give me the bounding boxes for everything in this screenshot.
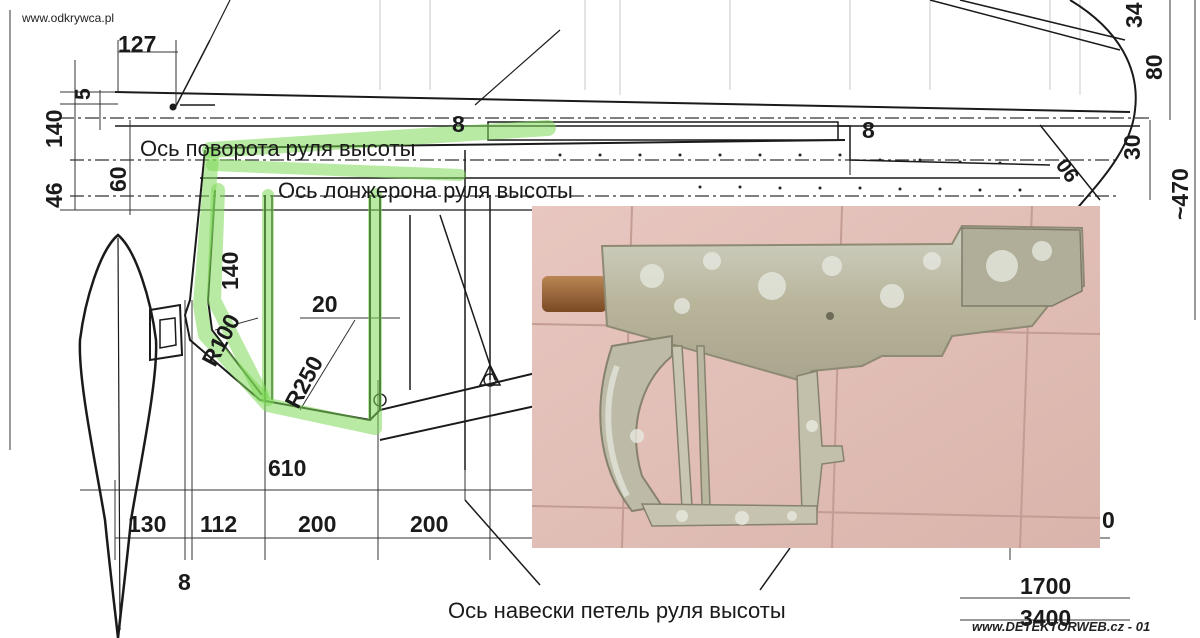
dim-5: 5	[72, 88, 95, 100]
dim-34: 34	[1121, 2, 1147, 28]
dim-140-mid: 140	[217, 252, 243, 290]
rivet-row	[558, 153, 1022, 192]
dim-20: 20	[312, 291, 338, 317]
watermark-top-left: www.odkrywca.pl	[21, 11, 114, 25]
dim-112: 112	[200, 511, 237, 537]
dim-3400: 3400	[1020, 605, 1071, 631]
label-spar-axis: Ось лонжерона руля высоты	[278, 178, 573, 203]
dim-80: 80	[1141, 54, 1167, 80]
section-profile	[78, 233, 158, 638]
dim-130: 130	[128, 511, 166, 537]
dim-200-b: 200	[410, 511, 448, 537]
background-grid	[379, 0, 1081, 95]
dim-610: 610	[268, 455, 306, 481]
dim-127: 127	[118, 31, 156, 57]
label-rudder-axis: Ось поворота руля высоты	[140, 136, 415, 161]
part-photo	[532, 206, 1100, 548]
dim-8-top: 8	[452, 111, 465, 137]
photo-image	[532, 206, 1100, 548]
stabilizer-outline	[60, 0, 1196, 560]
dim-200-a: 200	[298, 511, 336, 537]
dim-60: 60	[105, 166, 131, 192]
dim-8-bottom: 8	[178, 569, 191, 595]
dim-1700: 1700	[1020, 573, 1071, 599]
dim-46: 46	[41, 182, 67, 208]
dim-8-right: 8	[862, 117, 875, 143]
dim-470: ~470	[1167, 168, 1193, 220]
dim-30: 30	[1119, 134, 1145, 160]
highlight-frame	[193, 120, 556, 435]
left-dimension-lines	[9, 10, 210, 450]
label-hinge-axis: Ось навески петель руля высоты	[448, 598, 786, 623]
dim-140-left: 140	[41, 110, 67, 148]
watermark-bottom-right: www.DETEKTORWEB.cz - 01	[972, 619, 1150, 634]
dim-0: 0	[1102, 507, 1115, 533]
dim-r250: R250	[279, 352, 328, 413]
